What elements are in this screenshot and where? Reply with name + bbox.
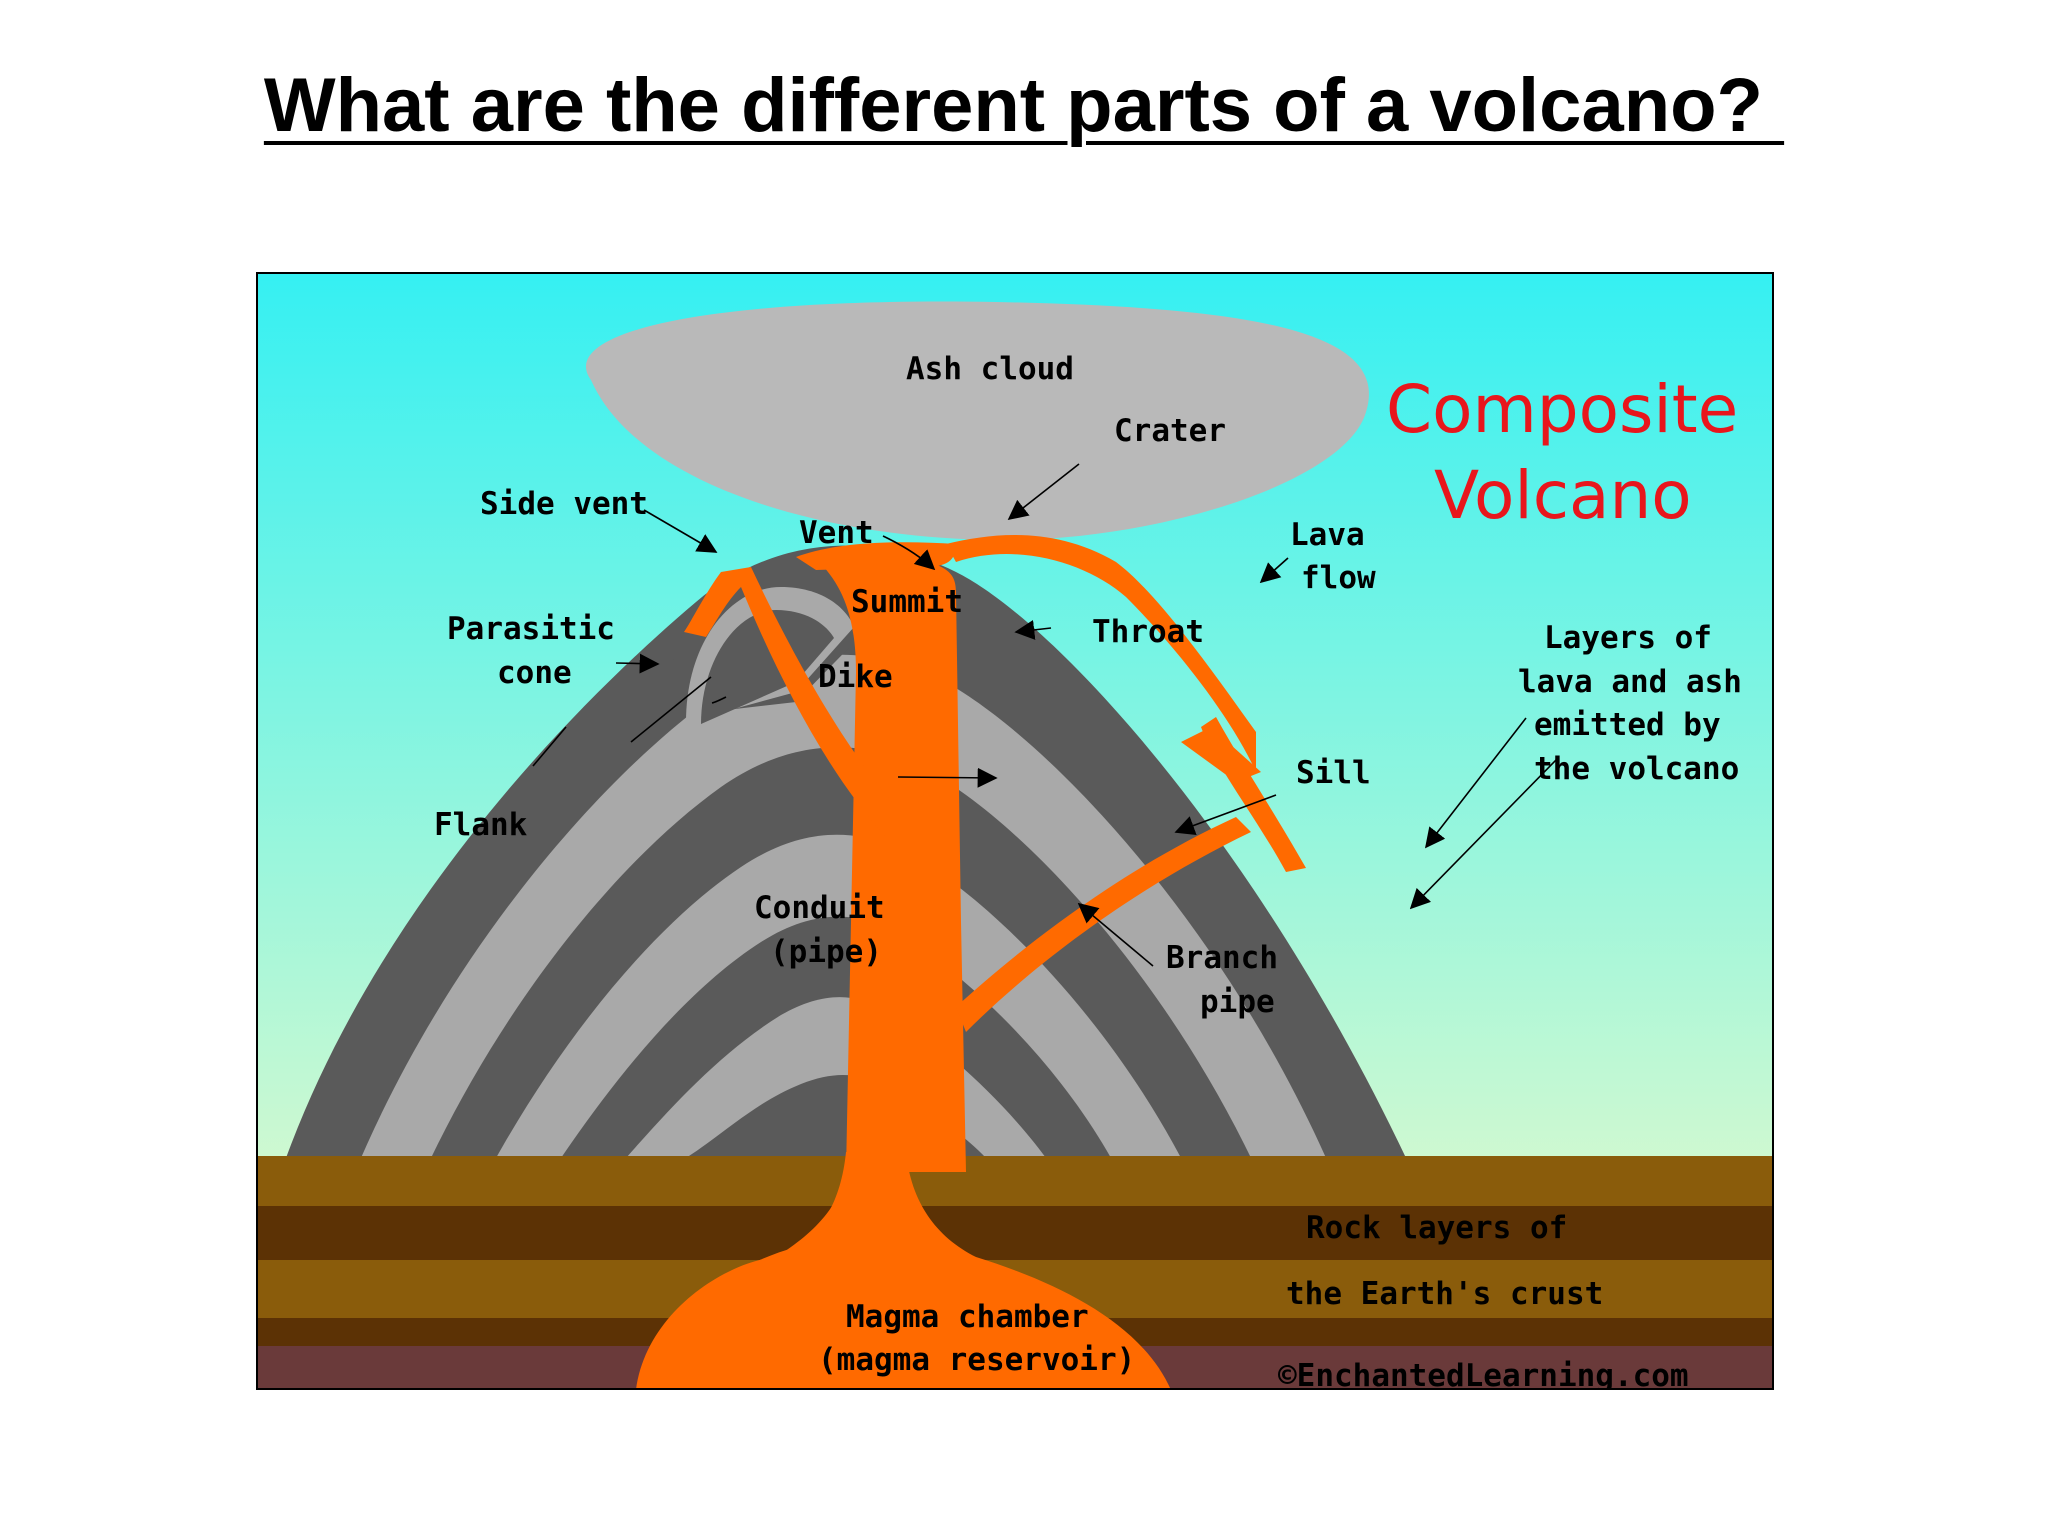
- label-crater: Crater: [1114, 413, 1226, 449]
- label-sill: Sill: [1296, 755, 1371, 791]
- label-credit: ©EnchantedLearning.com: [1278, 1358, 1689, 1390]
- label-conduit: Conduit: [754, 890, 885, 926]
- label-parasitic: Parasitic: [447, 611, 615, 647]
- label-layers-2: lava and ash: [1518, 664, 1742, 700]
- composite-volcano-diagram: Ash cloud Crater Side vent Vent Lava flo…: [256, 272, 1774, 1390]
- label-pipe: pipe: [1200, 984, 1275, 1020]
- slide-title-text: What are the different parts of a volcan…: [263, 63, 1785, 148]
- label-branch: Branch: [1166, 940, 1278, 976]
- label-ash-cloud: Ash cloud: [906, 351, 1074, 387]
- label-flank: Flank: [434, 807, 528, 843]
- slide-title: What are the different parts of a volcan…: [0, 62, 2048, 149]
- label-pipe-paren: (pipe): [770, 934, 882, 970]
- label-vent: Vent: [799, 515, 874, 551]
- branch-pipe: [956, 817, 1251, 1032]
- label-lava: Lava: [1290, 517, 1365, 553]
- label-rock-2: the Earth's crust: [1286, 1276, 1603, 1312]
- label-flow: flow: [1301, 560, 1376, 596]
- label-throat: Throat: [1092, 614, 1204, 650]
- label-summit: Summit: [851, 584, 963, 620]
- label-magma-1: Magma chamber: [846, 1299, 1089, 1335]
- label-layers-3: emitted by: [1534, 707, 1721, 743]
- label-dike: Dike: [818, 659, 893, 695]
- magma-system: [636, 535, 1306, 1390]
- heading-composite: Composite: [1386, 371, 1738, 448]
- label-layers-4: the volcano: [1534, 751, 1739, 787]
- heading-volcano: Volcano: [1434, 457, 1692, 534]
- label-cone: cone: [497, 655, 572, 691]
- dike: [684, 567, 892, 837]
- pointer-lines: [532, 463, 1557, 967]
- diagram-frame: [256, 272, 1774, 1390]
- volcano-cone: [286, 545, 1406, 1158]
- label-magma-2: (magma reservoir): [818, 1342, 1135, 1378]
- label-layers-1: Layers of: [1544, 620, 1712, 656]
- lava-flow: [946, 535, 1256, 772]
- label-side-vent: Side vent: [480, 486, 648, 522]
- ash-cloud: [585, 301, 1369, 541]
- label-rock-1: Rock layers of: [1306, 1210, 1567, 1246]
- conduit-pipe: [816, 557, 966, 1172]
